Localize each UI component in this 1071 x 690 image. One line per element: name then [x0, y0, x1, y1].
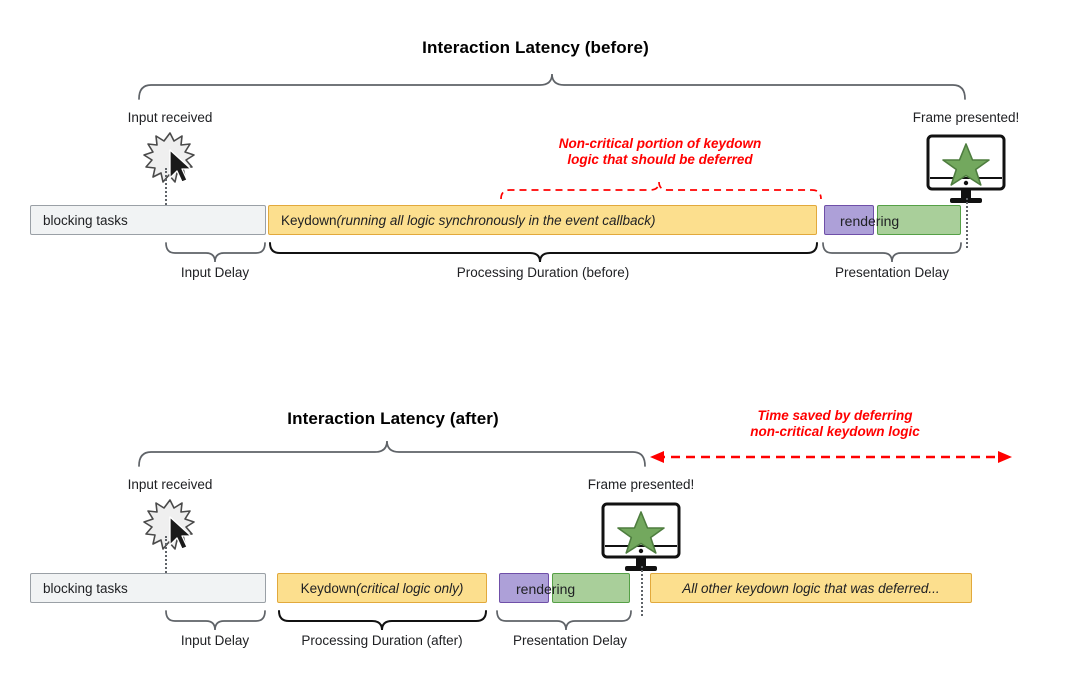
guide-frame-presented-after: [641, 566, 643, 616]
bar-label-italic: (critical logic only): [356, 580, 464, 596]
brace-processing-duration-after: [278, 610, 487, 631]
bar-label: blocking tasks: [43, 580, 128, 596]
phase-label-processing-duration-before: Processing Duration (before): [456, 265, 630, 280]
deferred-note-line2: logic that should be deferred: [567, 152, 753, 167]
frame-presented-label-before: Frame presented!: [912, 110, 1020, 125]
bar-presentation-purple-after[interactable]: [499, 573, 549, 603]
deferred-note-line1: Non-critical portion of keydown: [558, 136, 762, 151]
time-saved-arrow: [650, 451, 1012, 463]
click-burst-icon: [143, 132, 195, 183]
mouse-cursor-icon: [169, 516, 192, 550]
bar-presentation-green-after[interactable]: [552, 573, 630, 603]
phase-label-input-delay-after: Input Delay: [180, 633, 250, 648]
bar-deferred-work-after[interactable]: All other keydown logic that was deferre…: [650, 573, 972, 603]
star-icon: [942, 143, 990, 186]
bar-keydown-after[interactable]: Keydown (critical logic only): [277, 573, 487, 603]
input-received-label-after: Input received: [127, 477, 213, 492]
page-title-before: Interaction Latency (before): [422, 38, 649, 57]
bar-label: blocking tasks: [43, 212, 128, 228]
brace-processing-duration-before: [269, 242, 818, 263]
bar-keydown-before[interactable]: Keydown (running all logic synchronously…: [268, 205, 817, 235]
click-burst-icon: [143, 499, 195, 550]
bar-label-italic: (running all logic synchronously in the …: [336, 212, 656, 228]
deferred-region-dashed-brace: [500, 181, 822, 200]
bar-presentation-purple-before[interactable]: [824, 205, 874, 235]
monitor-icon: [601, 502, 681, 571]
input-received-label-before: Input received: [127, 110, 213, 125]
guide-frame-presented-before: [966, 198, 968, 248]
brace-presentation-delay-after: [496, 610, 632, 631]
brace-input-delay-after: [165, 610, 266, 631]
frame-presented-label-after: Frame presented!: [587, 477, 695, 492]
phase-label-presentation-delay-after: Presentation Delay: [512, 633, 628, 648]
bar-label: All other keydown logic that was deferre…: [682, 580, 940, 596]
time-saved-note-line1: Time saved by deferring: [757, 408, 913, 423]
phase-label-input-delay-before: Input Delay: [180, 265, 250, 280]
deferred-note-before: Non-critical portion of keydown logic th…: [480, 136, 840, 168]
time-saved-note-line2: non-critical keydown logic: [750, 424, 920, 439]
brace-presentation-delay-before: [822, 242, 962, 263]
bottom-latency-brace: [138, 440, 646, 467]
bar-label-plain: Keydown: [300, 580, 357, 596]
bar-blocking-tasks-after[interactable]: blocking tasks: [30, 573, 266, 603]
bar-label-plain: Keydown: [281, 212, 337, 228]
brace-input-delay-before: [165, 242, 266, 263]
time-saved-note-after: Time saved by deferring non-critical key…: [655, 408, 1015, 440]
guide-input-received-before: [165, 168, 167, 216]
guide-input-received-after: [165, 536, 167, 584]
mouse-cursor-icon: [169, 149, 192, 183]
phase-label-presentation-delay-before: Presentation Delay: [834, 265, 950, 280]
page-title-after: Interaction Latency (after): [287, 409, 499, 428]
star-icon: [617, 511, 665, 554]
monitor-icon: [926, 134, 1006, 203]
phase-label-processing-duration-after: Processing Duration (after): [301, 633, 463, 648]
bar-blocking-tasks-before[interactable]: blocking tasks: [30, 205, 266, 235]
bar-presentation-green-before[interactable]: [877, 205, 961, 235]
top-latency-brace: [138, 73, 966, 100]
